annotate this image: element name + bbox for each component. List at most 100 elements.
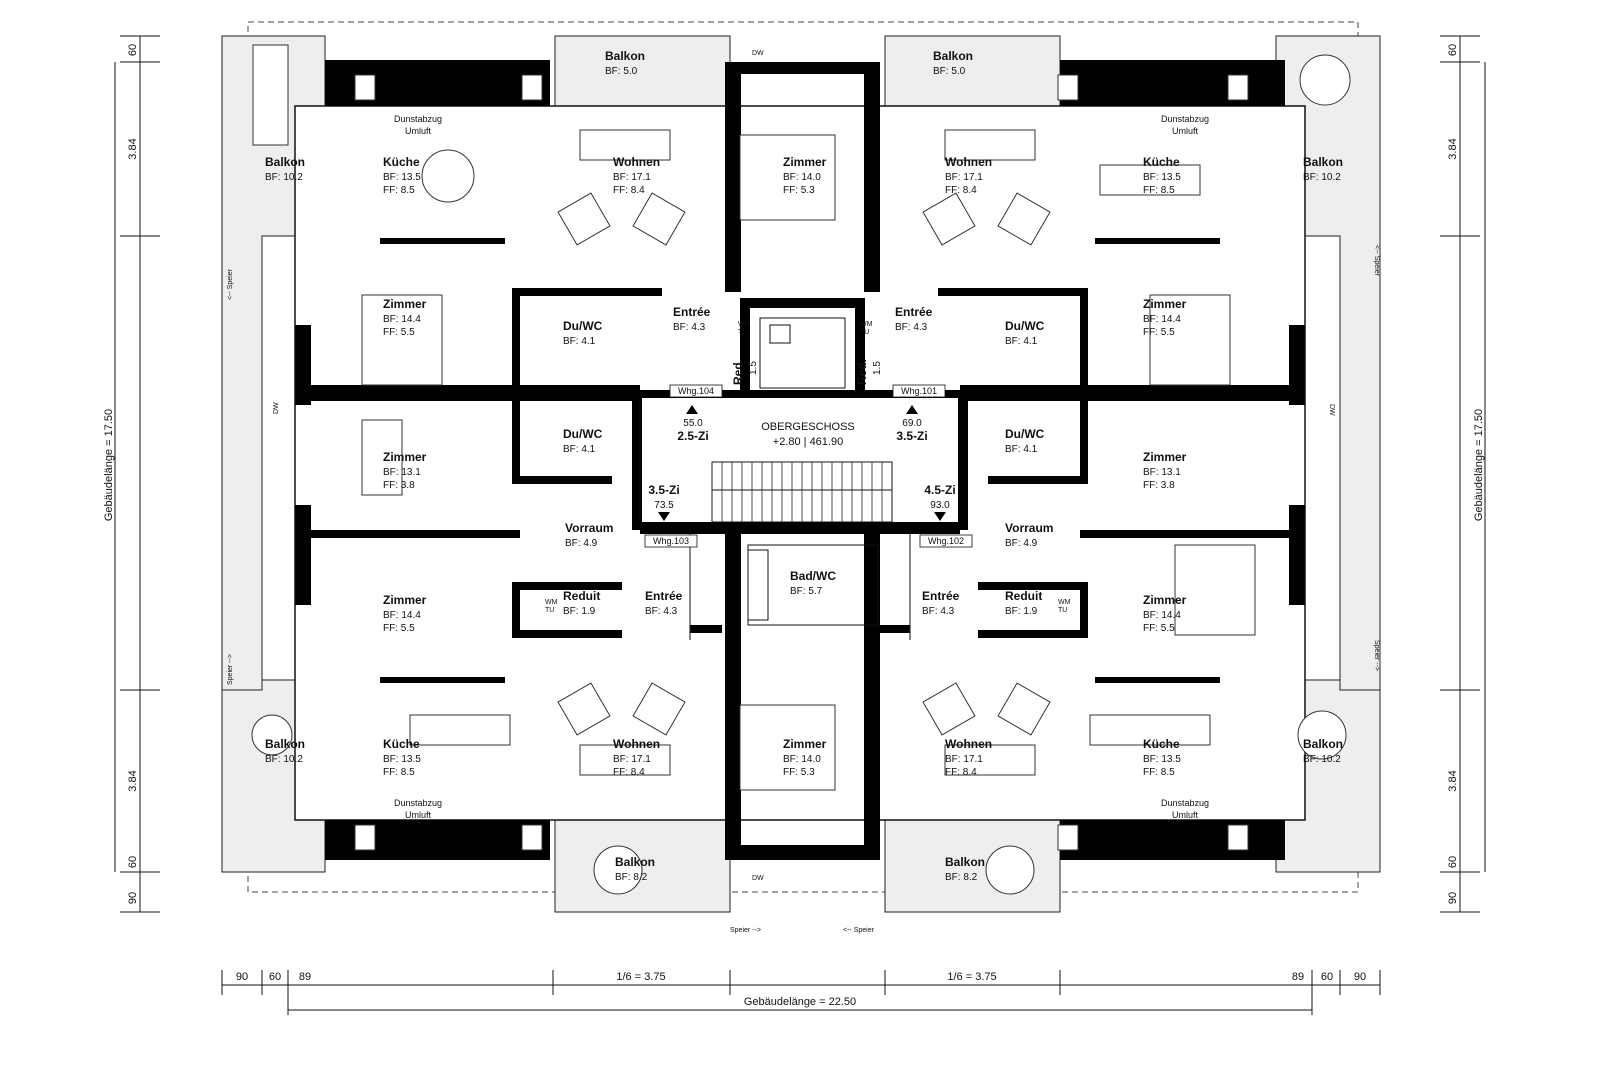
svg-text:BF: 10.2: BF: 10.2 — [1303, 172, 1341, 183]
svg-text:FF: 5.5: FF: 5.5 — [1143, 327, 1175, 338]
svg-text:FF: 3.8: FF: 3.8 — [1143, 480, 1175, 491]
bed-r3 — [1174, 544, 1256, 636]
note-speier-left-top: <-- Speier — [227, 268, 234, 300]
table-kitchen-bl — [409, 714, 511, 746]
note-dunstabzug-bl: Dunstabzug — [394, 798, 442, 808]
svg-text:BF: 8.2: BF: 8.2 — [945, 872, 978, 883]
note-dw-right: DW — [1328, 404, 1335, 416]
note-dw-bottom: DW — [752, 875, 764, 882]
svg-text:Küche: Küche — [383, 737, 420, 751]
apt-tr-label: Whg.101 — [901, 386, 937, 396]
svg-text:FF: 8.5: FF: 8.5 — [1143, 185, 1175, 196]
svg-text:BF: 10.2: BF: 10.2 — [265, 754, 303, 765]
apt-bl-label: Whg.103 — [653, 536, 689, 546]
svg-text:BF: 4.1: BF: 4.1 — [563, 336, 596, 347]
entry-arrow-tl — [686, 405, 698, 414]
note-wm-tr: WM — [860, 321, 873, 328]
core-labels: OBERGESCHOSS +2.80 | 461.90 55.0 2.5-Zi … — [644, 384, 973, 548]
apt-tl-type: 2.5-Zi — [677, 429, 708, 443]
svg-text:Vorraum: Vorraum — [565, 521, 613, 535]
apt-bl-type: 3.5-Zi — [648, 483, 679, 497]
svg-text:Balkon: Balkon — [265, 155, 305, 169]
svg-text:FF: 5.3: FF: 5.3 — [783, 767, 815, 778]
svg-text:Wohnen: Wohnen — [613, 737, 660, 751]
balcony-table-br — [985, 845, 1035, 895]
svg-text:BF: 13.5: BF: 13.5 — [1143, 754, 1181, 765]
svg-text:BF: 14.4: BF: 14.4 — [383, 314, 421, 325]
svg-text:Küche: Küche — [1143, 737, 1180, 751]
dim-left-2: 3.84 — [127, 770, 139, 791]
table-kitchen-tr — [1099, 164, 1201, 196]
note-wm-tl: WM — [738, 321, 751, 328]
svg-text:BF: 1.9: BF: 1.9 — [563, 606, 596, 617]
svg-text:BF: 4.3: BF: 4.3 — [895, 322, 928, 333]
svg-text:Vorraum: Vorraum — [1005, 521, 1053, 535]
svg-text:Zimmer: Zimmer — [783, 737, 827, 751]
svg-text:Balkon: Balkon — [615, 855, 655, 869]
note-tu-tl: TU — [738, 329, 747, 336]
note-umluft-tl: Umluft — [405, 126, 432, 136]
svg-text:FF: 8.5: FF: 8.5 — [383, 185, 415, 196]
svg-text:FF: 8.4: FF: 8.4 — [613, 767, 645, 778]
dim-right-4: 90 — [1447, 892, 1459, 904]
svg-text:BF: 1.9: BF: 1.9 — [1005, 606, 1038, 617]
note-dunstabzug-tl: Dunstabzug — [394, 114, 442, 124]
svg-text:BF: 4.3: BF: 4.3 — [922, 606, 955, 617]
dim-right-height: Gebäudelänge = 17.50 — [1473, 409, 1485, 521]
dim-bottom-r-2: 90 — [1354, 971, 1366, 983]
svg-text:BF: 13.1: BF: 13.1 — [383, 467, 421, 478]
svg-text:Du/WC: Du/WC — [563, 427, 603, 441]
sofa-br — [944, 744, 1036, 776]
floor-level: +2.80 | 461.90 — [773, 436, 843, 448]
svg-text:Küche: Küche — [383, 155, 420, 169]
svg-text:FF: 5.5: FF: 5.5 — [383, 327, 415, 338]
dim-width: Gebäudelänge = 22.50 — [744, 996, 856, 1008]
dim-bottom-r-1: 60 — [1321, 971, 1333, 983]
floor-title: OBERGESCHOSS — [761, 421, 855, 433]
apt-br-label: Whg.102 — [928, 536, 964, 546]
svg-text:Zimmer: Zimmer — [383, 593, 427, 607]
svg-text:Entrée: Entrée — [895, 305, 933, 319]
staircase — [711, 462, 883, 522]
svg-text:Balkon: Balkon — [945, 855, 985, 869]
dim-bottom-l-2: 89 — [299, 971, 311, 983]
svg-text:BF: 14.4: BF: 14.4 — [1143, 610, 1181, 621]
svg-text:BF: 14.0: BF: 14.0 — [783, 172, 821, 183]
svg-text:Zimmer: Zimmer — [1143, 593, 1187, 607]
svg-text:Balkon: Balkon — [933, 49, 973, 63]
svg-text:FF: 8.4: FF: 8.4 — [613, 185, 645, 196]
apt-tl-area: 55.0 — [683, 418, 703, 429]
svg-text:BF: 13.1: BF: 13.1 — [1143, 467, 1181, 478]
svg-text:Balkon: Balkon — [1303, 737, 1343, 751]
svg-text:BF: 13.5: BF: 13.5 — [383, 754, 421, 765]
dim-right-1: 3.84 — [1447, 138, 1459, 159]
room-duwc-l2: Du/WC BF: 4.1 — [563, 427, 603, 455]
svg-text:BF: 14.4: BF: 14.4 — [1143, 314, 1181, 325]
appliance-notes: Dunstabzug Umluft Dunstabzug Umluft Duns… — [227, 50, 1380, 934]
note-speier-right-top: <-- Speier — [1373, 245, 1380, 277]
svg-text:FF: 3.8: FF: 3.8 — [383, 480, 415, 491]
svg-text:BF: 4.9: BF: 4.9 — [1005, 538, 1038, 549]
bed-l1 — [361, 294, 443, 386]
apt-br-type: 4.5-Zi — [924, 483, 955, 497]
note-wm-l: WM — [545, 599, 558, 606]
svg-text:BF: 17.1: BF: 17.1 — [613, 172, 651, 183]
svg-text:BF: 4.1: BF: 4.1 — [563, 444, 596, 455]
svg-text:Entrée: Entrée — [645, 589, 683, 603]
svg-text:BF: 17.1: BF: 17.1 — [945, 172, 983, 183]
bed-l2 — [361, 419, 403, 496]
dim-bottom-l-1: 60 — [269, 971, 281, 983]
dimension-lines — [114, 35, 1486, 1015]
